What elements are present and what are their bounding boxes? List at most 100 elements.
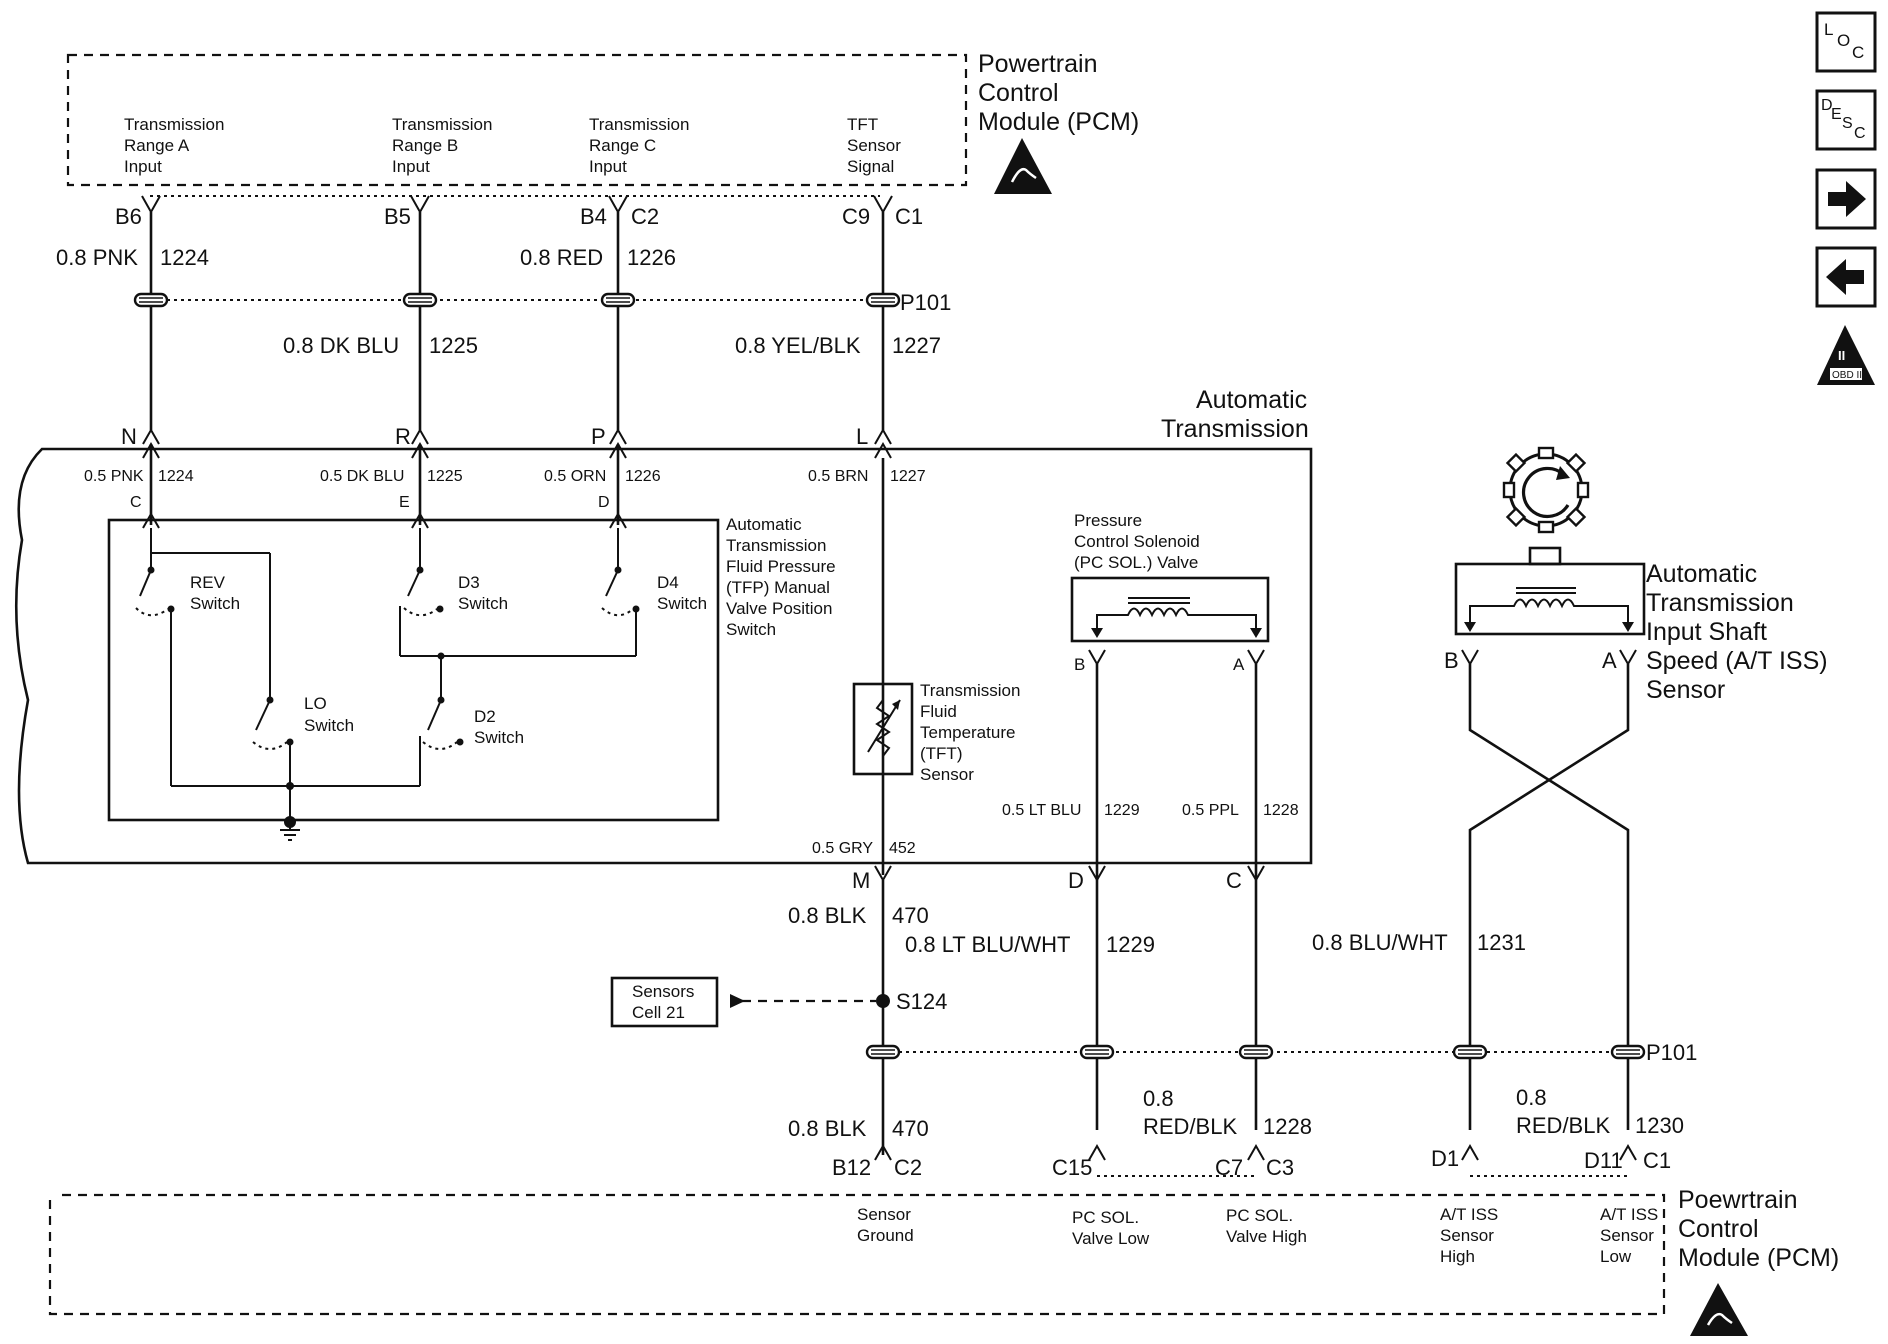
pcm-input-b-1: Transmission xyxy=(392,115,492,134)
arrow-left-icon[interactable] xyxy=(1815,246,1877,308)
wire-1226-gauge: 0.8 RED xyxy=(520,245,603,270)
sensors-ref-box[interactable] xyxy=(610,976,719,1028)
d2-switch-label-2: Switch xyxy=(474,728,524,747)
inline-connector-1228 xyxy=(1238,1044,1274,1060)
iss-label-1: Automatic xyxy=(1646,560,1757,588)
lower-wire-452-circuit: 452 xyxy=(889,840,916,857)
inner-wire-1224-gauge: 0.5 PNK xyxy=(84,468,144,485)
inline-connector-1229 xyxy=(1079,1044,1115,1060)
pin-b5: B5 xyxy=(384,204,411,229)
pin-b4: B4 xyxy=(580,204,607,229)
loc-l: L xyxy=(1824,20,1833,39)
connector-p101-bottom: P101 xyxy=(1646,1040,1697,1065)
pin-d1: D1 xyxy=(1431,1146,1459,1171)
lo-switch-label-1: LO xyxy=(304,694,327,713)
wire-470-gauge: 0.8 BLK xyxy=(788,903,867,928)
wire-1229-circuit: 1229 xyxy=(1106,932,1155,957)
pin-b6: B6 xyxy=(115,204,142,229)
gear-icon xyxy=(1502,446,1590,534)
iss-label-4: Speed (A/T ISS) xyxy=(1646,647,1828,675)
pc-pin-a: A xyxy=(1233,655,1245,674)
ground-icon xyxy=(280,782,300,841)
desc-d: D xyxy=(1821,97,1833,114)
d4-switch-label-1: D4 xyxy=(657,573,679,592)
automatic-transmission: Automatic Transmission N R P L 0.5 PNK 1… xyxy=(14,386,1313,1130)
sensors-ref-1: Sensors xyxy=(632,982,694,1001)
wire-1227-circuit: 1227 xyxy=(892,333,941,358)
pcm-input-b-3: Input xyxy=(392,157,430,176)
lower-wire-1229-gauge: 0.5 LT BLU xyxy=(1002,802,1081,819)
tft-label-4: (TFT) xyxy=(920,744,962,763)
loc-c: C xyxy=(1852,43,1864,62)
inner-pin-d: D xyxy=(598,494,610,511)
tfp-label-2: Transmission xyxy=(726,536,826,555)
pin-c3: C3 xyxy=(1266,1155,1294,1180)
tfp-label-6: Switch xyxy=(726,620,776,639)
pc-sol-label-2: Control Solenoid xyxy=(1074,532,1200,551)
iss-pin-a: A xyxy=(1602,648,1617,673)
pin-l: L xyxy=(856,424,868,449)
transmission-outline xyxy=(14,447,1313,865)
desc-c: C xyxy=(1854,125,1866,142)
wire-1230-circuit: 1230 xyxy=(1635,1113,1684,1138)
tft-label-5: Sensor xyxy=(920,765,974,784)
lower-wire-1228-circuit: 1228 xyxy=(1263,802,1299,819)
esd-warning-icon-top xyxy=(994,138,1052,194)
lower-wire-1228-gauge: 0.5 PPL xyxy=(1182,802,1239,819)
pin-b12: B12 xyxy=(832,1155,871,1180)
transmission-title-1: Automatic xyxy=(1196,386,1307,414)
pcm-input-b-2: Range B xyxy=(392,136,458,155)
tfp-label-5: Valve Position xyxy=(726,599,832,618)
svg-text:II: II xyxy=(1838,348,1845,363)
pcm-output-isslow-3: Low xyxy=(1600,1247,1632,1266)
rev-switch-label-2: Switch xyxy=(190,594,240,613)
tfp-label-1: Automatic xyxy=(726,515,802,534)
iss-label-5: Sensor xyxy=(1646,676,1725,704)
inner-wire-1226-gauge: 0.5 ORN xyxy=(544,468,606,485)
pin-d: D xyxy=(1068,868,1084,893)
d3-switch-label-2: Switch xyxy=(458,594,508,613)
wire-1225-circuit: 1225 xyxy=(429,333,478,358)
pcm-input-tft-2: Sensor xyxy=(847,136,901,155)
pcm-output-isshigh-1: A/T ISS xyxy=(1440,1205,1498,1224)
desc-icon[interactable]: D E S C xyxy=(1815,89,1877,151)
lo-switch: LO Switch xyxy=(252,694,354,820)
pcm-output-gnd-1: Sensor xyxy=(857,1205,911,1224)
pcm-bottom: B12 C2 C15 C7 C3 D1 D11 C1 Poewrtrain Co… xyxy=(48,1146,1839,1336)
inner-wire-1225-circuit: 1225 xyxy=(427,468,463,485)
pin-c7: C7 xyxy=(1215,1155,1243,1180)
pc-pin-b: B xyxy=(1074,655,1085,674)
d4-switch: D4 Switch xyxy=(601,528,707,617)
pcm-bottom-title-3: Module (PCM) xyxy=(1678,1244,1839,1272)
pin-d11: D11 xyxy=(1584,1148,1623,1173)
wire-1229-gauge: 0.8 LT BLU/WHT xyxy=(905,932,1070,957)
pc-sol-label-1: Pressure xyxy=(1074,511,1142,530)
d3-switch: D3 Switch xyxy=(399,528,637,700)
pcm-input-c-3: Input xyxy=(589,157,627,176)
pcm-top-outline xyxy=(66,53,968,187)
wire-1225-gauge: 0.8 DK BLU xyxy=(283,333,399,358)
arrow-right-icon[interactable] xyxy=(1815,168,1877,230)
pcm-top-title-2: Control xyxy=(978,79,1059,107)
iss-pin-b: B xyxy=(1444,648,1459,673)
splice-s124: S124 xyxy=(896,989,947,1014)
d2-switch: D2 Switch xyxy=(419,696,524,786)
obd-ii-icon[interactable]: II OBD II xyxy=(1817,325,1875,385)
pcm-input-c-1: Transmission xyxy=(589,115,689,134)
pc-solenoid: Pressure Control Solenoid (PC SOL.) Valv… xyxy=(1070,511,1270,1130)
wire-1231-gauge: 0.8 BLU/WHT xyxy=(1312,930,1448,955)
sensors-ref-2: Cell 21 xyxy=(632,1003,685,1022)
lower-wire-1229-circuit: 1229 xyxy=(1104,802,1140,819)
connector-p101-top: P101 xyxy=(900,290,951,315)
pcm-input-a-3: Input xyxy=(124,157,162,176)
transmission-title-2: Transmission xyxy=(1161,415,1309,443)
obd-ii-label: OBD II xyxy=(1832,370,1862,381)
desc-s: S xyxy=(1842,115,1853,132)
wire-1230-gauge-1: 0.8 xyxy=(1516,1085,1547,1110)
wire-1228-circuit: 1228 xyxy=(1263,1114,1312,1139)
loc-icon[interactable]: L O C xyxy=(1815,11,1877,73)
wire-1228-gauge-2: RED/BLK xyxy=(1143,1114,1237,1139)
loc-o: O xyxy=(1837,31,1850,50)
inline-connector-1224 xyxy=(133,292,169,308)
